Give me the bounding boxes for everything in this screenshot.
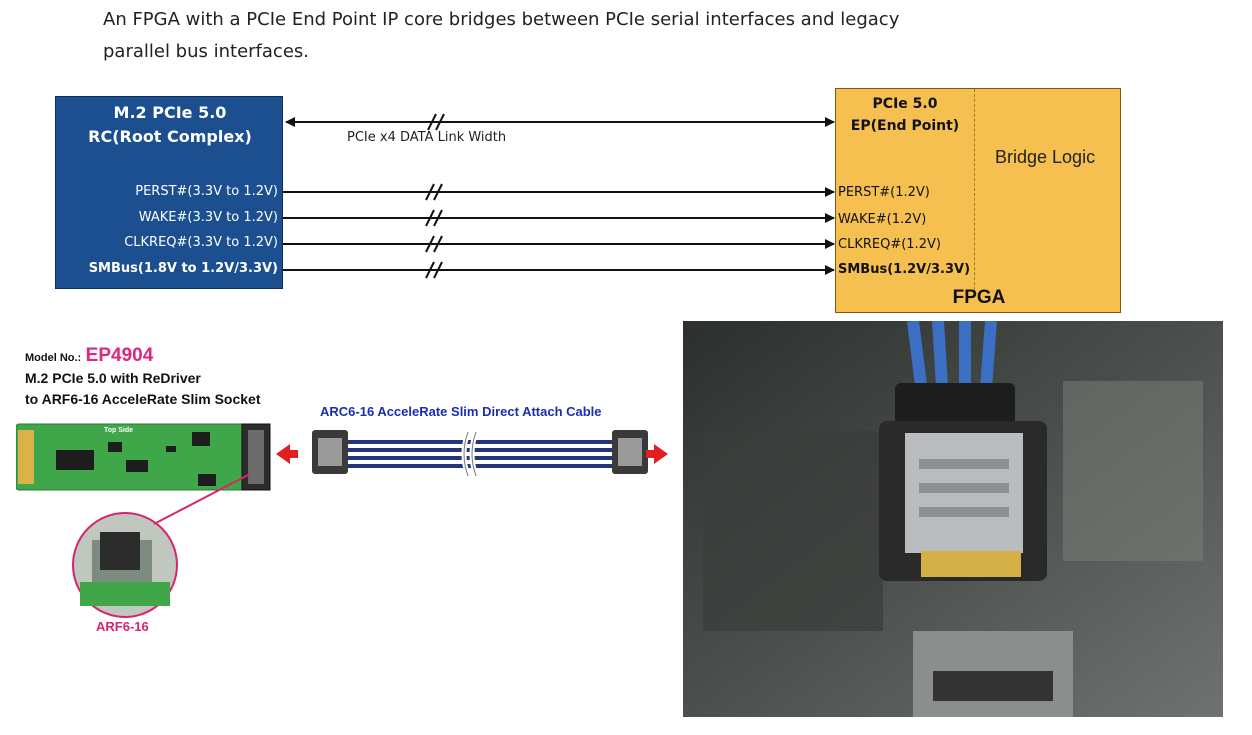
perst-line bbox=[283, 183, 835, 201]
data-link-arrow bbox=[285, 113, 835, 131]
m2-board-image: Top Side bbox=[16, 423, 271, 491]
root-complex-box: M.2 PCIe 5.0 RC(Root Complex) PERST#(3.3… bbox=[55, 96, 283, 289]
wake-line bbox=[283, 209, 835, 227]
signal-lines bbox=[283, 113, 835, 279]
intro-line-1: An FPGA with a PCIe End Point IP core br… bbox=[103, 9, 900, 30]
end-point-title: PCIe 5.0 EP(End Point) bbox=[836, 93, 974, 137]
product-desc-line-2: to ARF6-16 AcceleRate Slim Socket bbox=[25, 391, 261, 407]
ep-divider bbox=[974, 89, 975, 295]
smbus-line bbox=[283, 261, 835, 279]
arf6-label: ARF6-16 bbox=[96, 619, 149, 634]
model-number-line: Model No.: EP4904 bbox=[25, 345, 153, 367]
rc-signal-smbus: SMBus(1.8V to 1.2V/3.3V) bbox=[88, 261, 278, 276]
left-red-arrow bbox=[276, 444, 298, 464]
arf6-zoom-image bbox=[72, 512, 178, 618]
cable-label: ARC6-16 AcceleRate Slim Direct Attach Ca… bbox=[320, 404, 602, 419]
product-desc-line-1: M.2 PCIe 5.0 with ReDriver bbox=[25, 370, 201, 386]
clkreq-line bbox=[283, 235, 835, 253]
root-complex-title-line-2: RC(Root Complex) bbox=[88, 127, 252, 146]
intro-line-2: parallel bus interfaces. bbox=[103, 41, 309, 62]
intro-text: An FPGA with a PCIe End Point IP core br… bbox=[103, 4, 1003, 68]
cable-wires bbox=[348, 440, 612, 468]
connector-photo bbox=[683, 321, 1223, 717]
cable-image bbox=[276, 430, 668, 477]
end-point-title-line-1: PCIe 5.0 bbox=[872, 96, 938, 112]
right-connector bbox=[612, 430, 648, 474]
ep-signal-smbus: SMBus(1.2V/3.3V) bbox=[838, 262, 971, 277]
fpga-box: PCIe 5.0 EP(End Point) Bridge Logic PERS… bbox=[835, 88, 1121, 313]
pcb-side-label: Top Side bbox=[104, 427, 133, 434]
root-complex-title: M.2 PCIe 5.0 RC(Root Complex) bbox=[56, 101, 284, 149]
left-connector bbox=[312, 430, 348, 474]
fpga-label: FPGA bbox=[952, 287, 1006, 308]
rc-signal-wake: WAKE#(3.3V to 1.2V) bbox=[138, 210, 278, 225]
rc-signal-perst: PERST#(3.3V to 1.2V) bbox=[135, 184, 278, 199]
zoom-callout-line bbox=[153, 473, 251, 525]
root-complex-title-line-1: M.2 PCIe 5.0 bbox=[113, 103, 227, 122]
right-red-arrow bbox=[646, 444, 668, 464]
rc-signal-clkreq: CLKREQ#(3.3V to 1.2V) bbox=[124, 235, 278, 250]
model-prefix: Model No.: bbox=[25, 352, 82, 364]
ep-signal-clkreq: CLKREQ#(1.2V) bbox=[838, 237, 941, 252]
data-link-label: PCIe x4 DATA Link Width bbox=[347, 130, 507, 145]
ep-signal-wake: WAKE#(1.2V) bbox=[838, 212, 927, 227]
model-number: EP4904 bbox=[85, 345, 154, 366]
ep-signal-perst: PERST#(1.2V) bbox=[838, 185, 930, 200]
bridge-logic-label: Bridge Logic bbox=[995, 147, 1096, 167]
end-point-title-line-2: EP(End Point) bbox=[850, 118, 960, 134]
